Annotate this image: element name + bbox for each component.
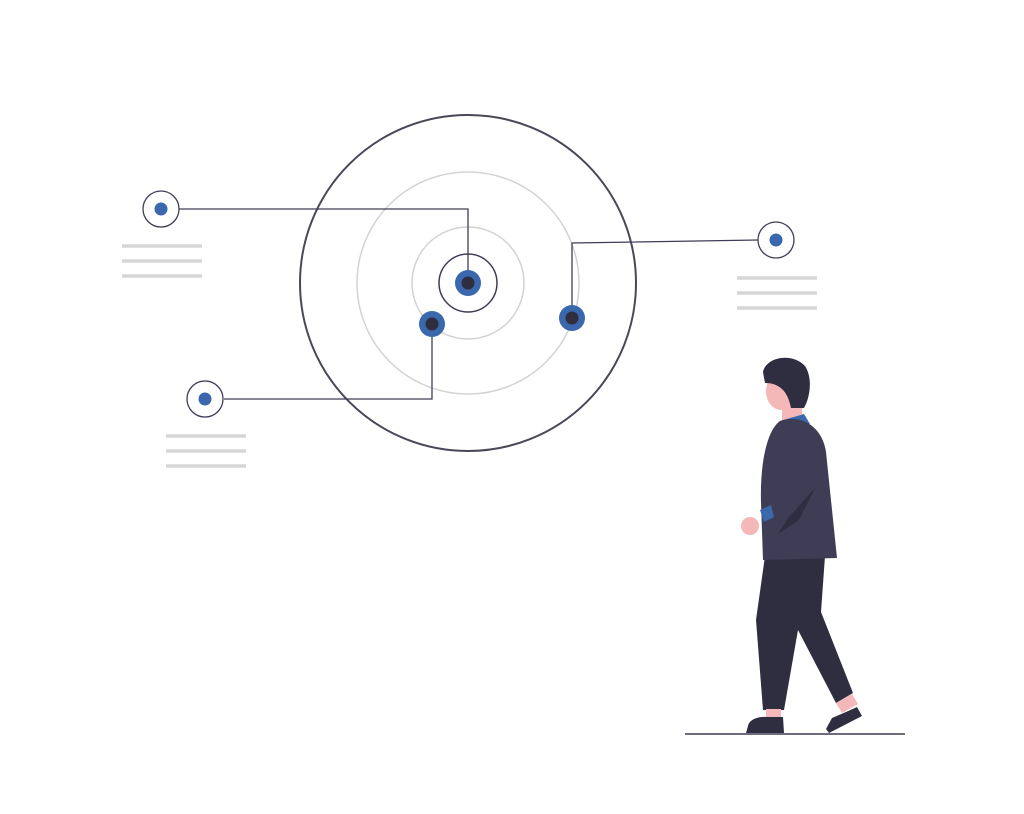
callout-node-bottom-left[interactable] bbox=[166, 380, 246, 468]
person-shoe-right bbox=[826, 707, 862, 733]
radar-point-left[interactable] bbox=[419, 311, 445, 337]
person-hand bbox=[741, 517, 759, 535]
person-trousers bbox=[756, 556, 853, 710]
person-ankle-left bbox=[766, 709, 781, 719]
callout-node-right[interactable] bbox=[737, 221, 817, 310]
placeholder-text-lines bbox=[122, 244, 202, 278]
connector-right bbox=[571, 239, 759, 318]
person-cuff bbox=[760, 505, 774, 522]
connector-lines bbox=[179, 208, 759, 400]
person-shoe-left bbox=[746, 716, 784, 733]
radar-point-center[interactable] bbox=[455, 270, 481, 296]
target-icon bbox=[142, 190, 180, 228]
radar-points bbox=[419, 270, 585, 337]
person-ankle-right bbox=[836, 694, 858, 713]
target-icon bbox=[757, 221, 795, 259]
placeholder-text-lines bbox=[166, 434, 246, 468]
person-hair bbox=[763, 357, 810, 408]
target-icon bbox=[186, 380, 224, 418]
person-jacket-fold bbox=[778, 488, 815, 534]
placeholder-text-lines bbox=[737, 276, 817, 310]
person-figure bbox=[741, 357, 862, 733]
person-jacket bbox=[760, 418, 837, 560]
connector-bottom-left bbox=[224, 324, 433, 400]
connector-top-left bbox=[179, 208, 469, 283]
callout-node-top-left[interactable] bbox=[122, 190, 202, 278]
radar-ring-outer bbox=[299, 114, 637, 452]
radar-ring-middle bbox=[356, 171, 580, 395]
radar-point-right[interactable] bbox=[559, 305, 585, 331]
